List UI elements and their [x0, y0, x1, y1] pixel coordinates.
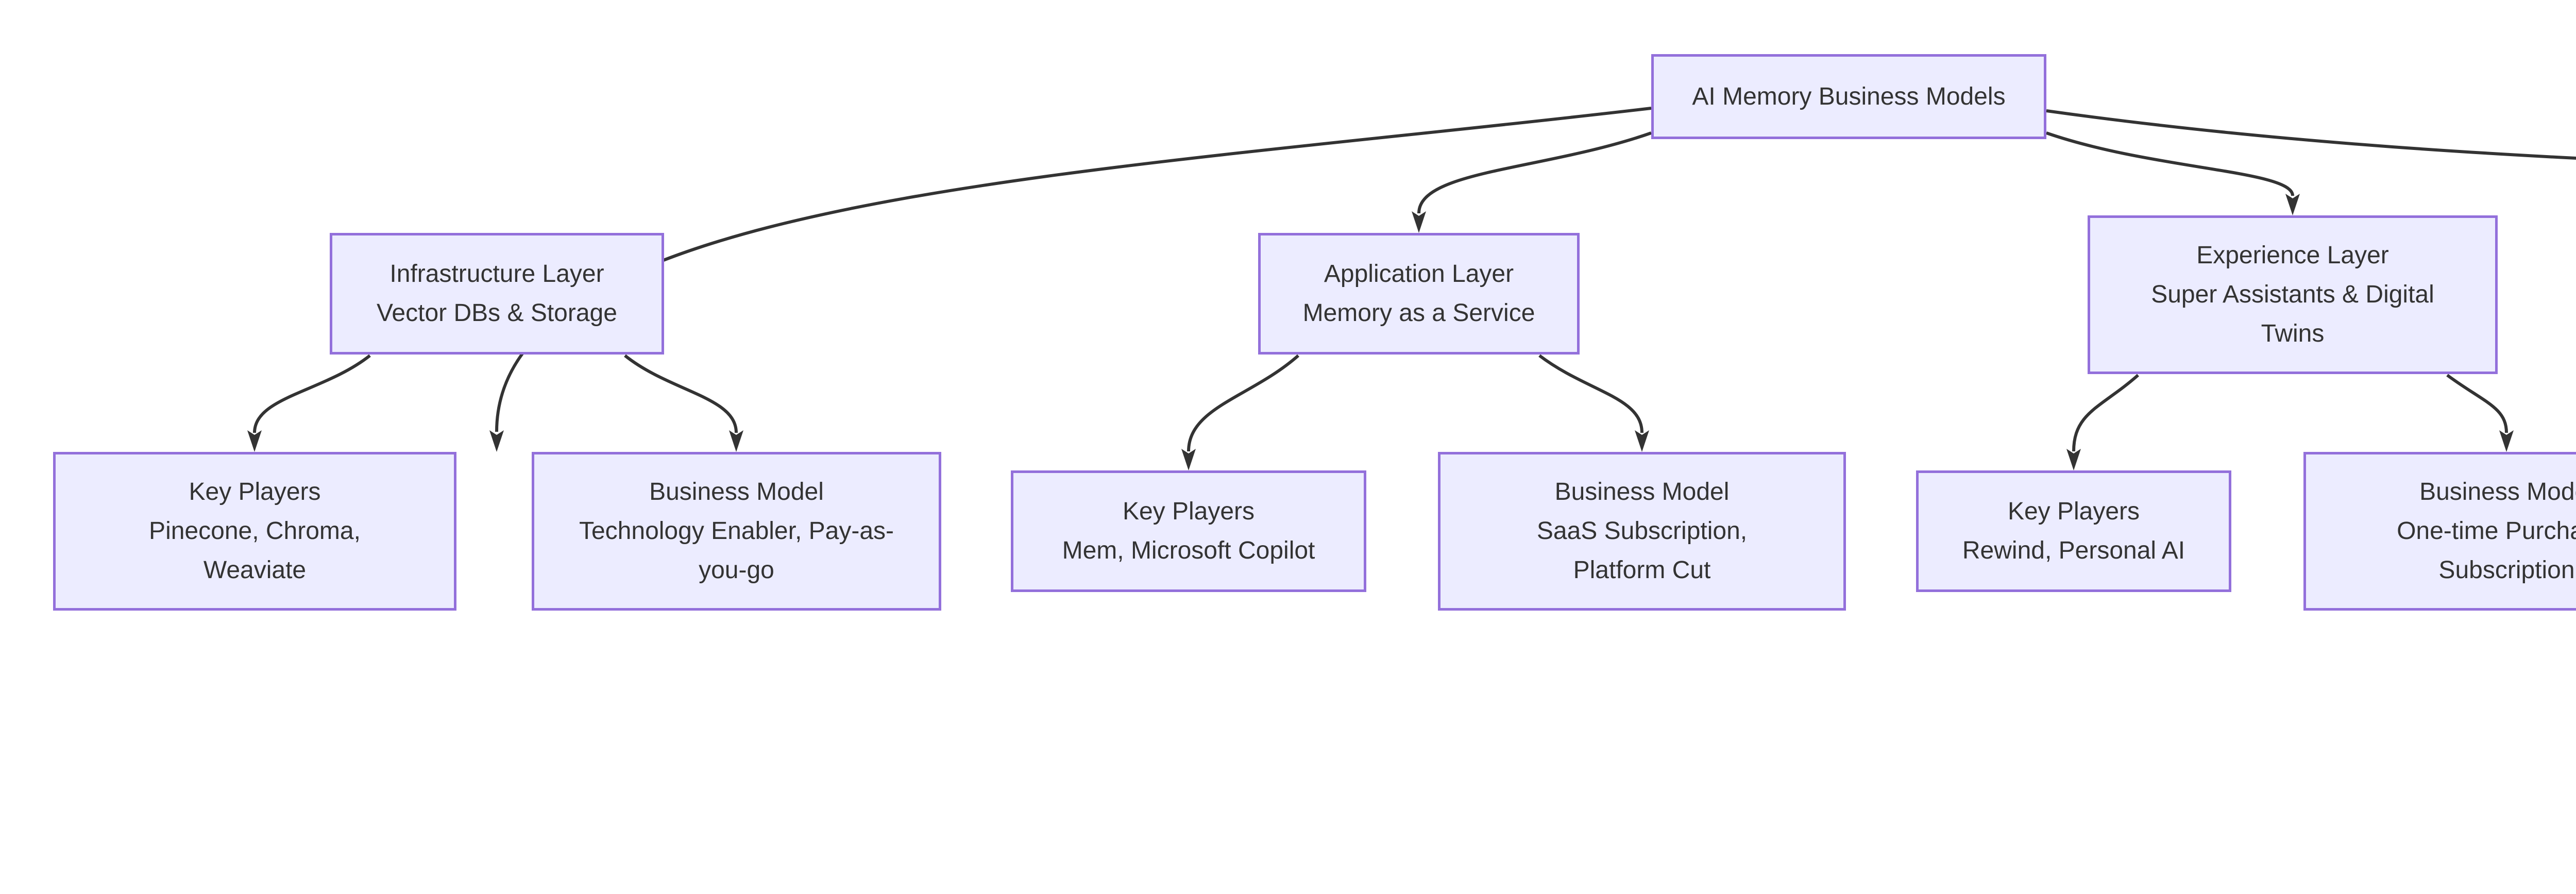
node-application-subtitle: Memory as a Service	[1302, 299, 1535, 327]
node-infra-key-players-line-2: Weaviate	[203, 556, 307, 584]
node-infra-key-players-title: Key Players	[189, 478, 321, 505]
node-root-line: AI Memory Business Models	[1692, 82, 2006, 110]
arrowhead-application-key-players	[1181, 449, 1196, 470]
node-experience-subtitle-1: Super Assistants & Digital	[2151, 281, 2434, 308]
node-application-title: Application Layer	[1324, 260, 1514, 288]
arrowhead-experience-key-players	[2066, 449, 2081, 470]
edge-root-ecosystem	[2046, 109, 2576, 160]
node-app-key-players[interactable]: Key Players Mem, Microsoft Copilot	[1011, 470, 1366, 592]
node-experience-title: Experience Layer	[2196, 242, 2389, 269]
node-app-business-model[interactable]: Business Model SaaS Subscription, Platfo…	[1438, 452, 1846, 611]
node-infrastructure-layer[interactable]: Infrastructure Layer Vector DBs & Storag…	[330, 233, 664, 355]
arrowhead-root-application	[1412, 211, 1426, 233]
node-experience-subtitle-2: Twins	[2261, 320, 2325, 347]
edge-root-experience	[2046, 131, 2294, 196]
node-infra-business-model-line-2: you-go	[699, 556, 774, 584]
node-application-layer[interactable]: Application Layer Memory as a Service	[1258, 233, 1580, 355]
node-root[interactable]: AI Memory Business Models	[1651, 54, 2046, 139]
edge-experience-key-players	[2072, 374, 2139, 452]
node-exp-key-players-title: Key Players	[2007, 498, 2140, 525]
node-infra-business-model-line-1: Technology Enabler, Pay-as-	[579, 517, 894, 545]
node-exp-business-model[interactable]: Business Model One-time Purchase, Subscr…	[2303, 452, 2576, 611]
arrowhead-application-business-model	[1635, 430, 1649, 452]
node-exp-key-players-line-1: Rewind, Personal AI	[1962, 537, 2185, 564]
node-exp-business-model-line-1: One-time Purchase,	[2397, 517, 2576, 545]
edge-experience-business-model	[2446, 374, 2508, 433]
arrowhead-root-experience	[2285, 194, 2300, 215]
edge-root-application	[1417, 131, 1652, 214]
node-infrastructure-subtitle: Vector DBs & Storage	[377, 299, 617, 327]
node-app-key-players-line-1: Mem, Microsoft Copilot	[1062, 537, 1315, 564]
arrowhead-root-infrastructure	[489, 430, 504, 452]
edge-infrastructure-business-model	[624, 354, 738, 433]
arrowhead-infrastructure-key-players	[247, 430, 262, 452]
edge-infrastructure-key-players	[253, 354, 371, 433]
node-infra-key-players[interactable]: Key Players Pinecone, Chroma, Weaviate	[53, 452, 456, 611]
arrowhead-experience-business-model	[2499, 430, 2514, 452]
node-experience-layer[interactable]: Experience Layer Super Assistants & Digi…	[2088, 215, 2498, 374]
node-infra-business-model[interactable]: Business Model Technology Enabler, Pay-a…	[532, 452, 941, 611]
node-app-key-players-title: Key Players	[1122, 498, 1255, 525]
node-exp-key-players[interactable]: Key Players Rewind, Personal AI	[1916, 470, 2231, 592]
node-infra-business-model-title: Business Model	[649, 478, 824, 505]
node-app-business-model-title: Business Model	[1554, 478, 1730, 505]
edge-application-business-model	[1538, 354, 1643, 433]
node-exp-business-model-title: Business Model	[2419, 478, 2576, 505]
node-exp-business-model-line-2: Subscription	[2438, 556, 2575, 584]
node-infra-key-players-line-1: Pinecone, Chroma,	[149, 517, 361, 545]
node-infrastructure-title: Infrastructure Layer	[389, 260, 604, 288]
edge-application-key-players	[1187, 354, 1299, 452]
node-app-business-model-line-2: Platform Cut	[1573, 556, 1711, 584]
arrowhead-infrastructure-business-model	[729, 430, 743, 452]
node-app-business-model-line-1: SaaS Subscription,	[1536, 517, 1748, 545]
